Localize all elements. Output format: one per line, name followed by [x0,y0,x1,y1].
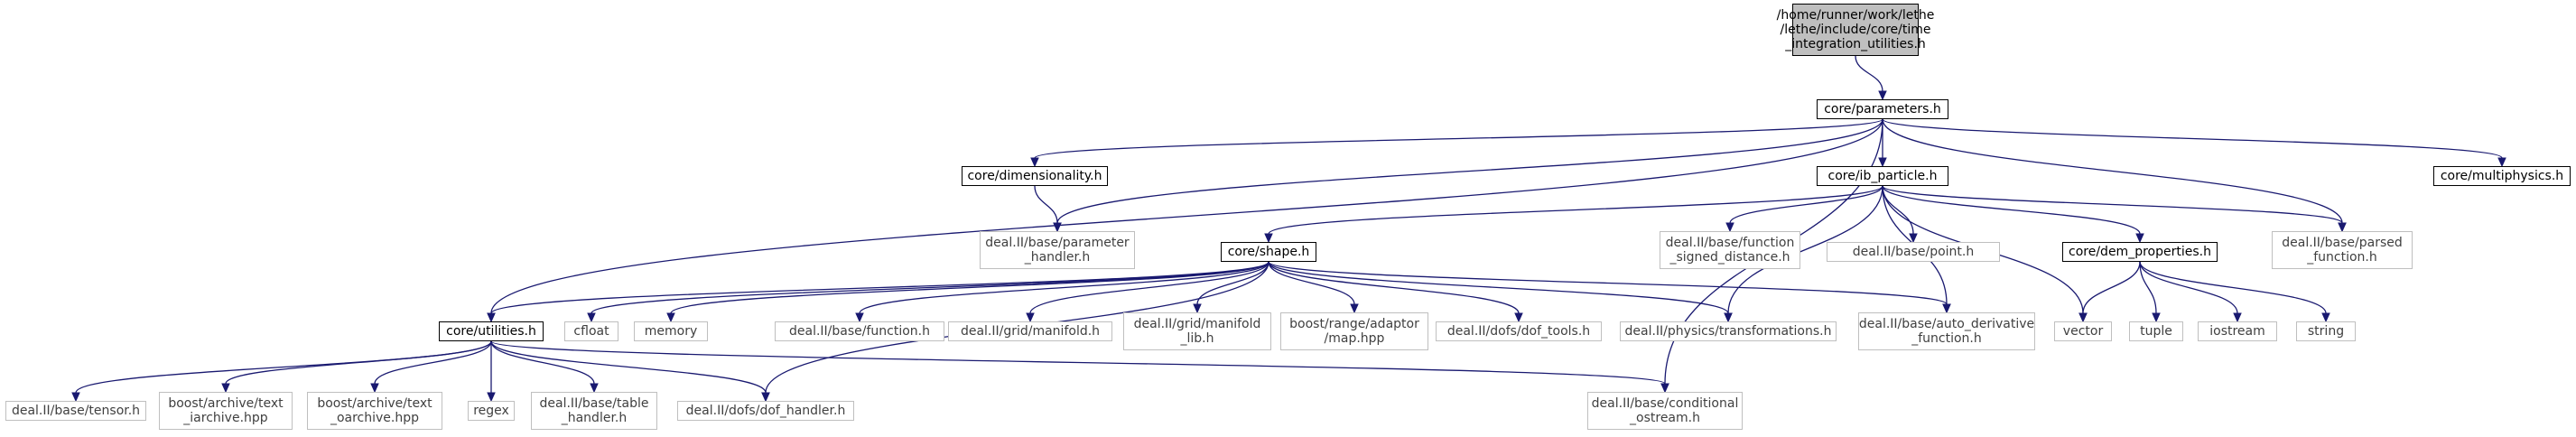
edge-parameters-to-utilities [490,118,1883,314]
node-table-handler: deal.II/base/table _handler.h [531,392,657,430]
arrowhead-ib_particle-to-function_signed_distance [1725,222,1734,233]
edge-shape-to-function [859,261,1269,314]
node-core-shape[interactable]: core/shape.h [1221,242,1316,262]
edge-shape-to-cfloat [591,261,1269,314]
arrowhead-utilities-to-conditional_ostream [1660,383,1669,394]
arrowhead-parameters-to-dimensionality [1030,157,1039,168]
node-tensor: deal.II/base/tensor.h [5,401,146,421]
edge-ib_particle-to-parsed_function [1882,185,2343,224]
arrowhead-dem_properties-to-iostream [2233,312,2242,323]
arrowhead-utilities-to-table_handler [590,383,599,394]
edge-parameters-to-dimensionality [1034,118,1883,159]
edge-shape-to-utilities [490,261,1269,314]
arrowhead-utilities-to-text_oarchive [370,383,379,394]
edge-parameters-to-multiphysics [1882,118,2503,159]
edge-dimensionality-to-parameter_handler [1034,185,1058,224]
edge-utilities-to-tensor [75,340,492,394]
arrowhead-parameters-to-ib_particle [1878,157,1887,168]
node-text-iarchive: boost/archive/text _iarchive.hpp [159,392,293,430]
arrowhead-utilities-to-dof_handler [761,392,770,403]
node-core-dem-properties[interactable]: core/dem_properties.h [2062,242,2218,262]
node-transformations: deal.II/physics/transformations.h [1620,321,1837,341]
edge-utilities-to-text_oarchive [374,340,492,385]
node-function-signed-distance: deal.II/base/function _signed_distance.h [1660,231,1800,269]
arrowhead-shape-to-cfloat [587,312,596,323]
edge-root-to-parameters [1855,55,1883,92]
edge-utilities-to-text_iarchive [225,340,492,385]
node-core-utilities[interactable]: core/utilities.h [439,321,544,341]
node-string: string [2296,321,2356,341]
node-adaptor-map: boost/range/adaptor /map.hpp [1280,312,1428,350]
node-vector: vector [2054,321,2112,341]
arrowhead-shape-to-memory [666,312,675,323]
edge-ib_particle-to-transformations [1727,185,1883,314]
node-function: deal.II/base/function.h [775,321,944,341]
node-dof-handler: deal.II/dofs/dof_handler.h [677,401,854,421]
node-auto-derivative-function: deal.II/base/auto_derivative _function.h [1858,312,2035,350]
edge-parameters-to-parameter_handler [1056,118,1883,224]
edge-utilities-to-table_handler [490,340,595,385]
arrowhead-ib_particle-to-parsed_function [2338,222,2347,233]
arrowhead-ib_particle-to-point [1909,233,1918,244]
node-core-dimensionality[interactable]: core/dimensionality.h [962,166,1108,186]
node-root-time-integration-utilities: /home/runner/work/lethe /lethe/include/c… [1777,4,1934,56]
arrowhead-ib_particle-to-shape [1264,233,1273,244]
edge-parameters-to-parsed_function [1882,118,2343,224]
node-regex: regex [468,401,515,421]
edge-dem_properties-to-iostream [2139,261,2238,314]
edge-dem_properties-to-vector [2082,261,2141,314]
edge-shape-to-manifold [1029,261,1269,314]
node-core-multiphysics[interactable]: core/multiphysics.h [2433,166,2571,186]
edge-shape-to-dof_tools [1268,261,1520,314]
arrowhead-parameters-to-multiphysics [2497,157,2506,168]
arrowhead-dem_properties-to-vector [2078,312,2088,323]
arrowhead-utilities-to-regex [487,392,496,403]
arrowhead-shape-to-auto_derivative [1942,303,1951,314]
edge-shape-to-adaptor_map [1268,261,1355,305]
edge-dem_properties-to-string [2139,261,2327,314]
arrowhead-shape-to-transformations [1724,312,1733,323]
arrowhead-dem_properties-to-string [2321,312,2330,323]
node-cfloat: cfloat [564,321,618,341]
node-point: deal.II/base/point.h [1827,242,2000,262]
arrowhead-shape-to-utilities [487,312,496,323]
node-core-parameters[interactable]: core/parameters.h [1817,99,1948,119]
node-tuple: tuple [2129,321,2183,341]
edge-utilities-to-dof_handler [490,340,767,394]
node-iostream: iostream [2198,321,2277,341]
edge-ib_particle-to-shape [1268,185,1883,235]
node-text-oarchive: boost/archive/text _oarchive.hpp [307,392,442,430]
node-manifold: deal.II/grid/manifold.h [948,321,1112,341]
arrowhead-utilities-to-tensor [71,392,80,403]
arrowhead-root-to-parameters [1878,90,1887,101]
arrowhead-shape-to-adaptor_map [1350,303,1359,314]
node-dof-tools: deal.II/dofs/dof_tools.h [1436,321,1602,341]
node-conditional-ostream: deal.II/base/conditional _ostream.h [1587,392,1743,430]
edge-utilities-to-conditional_ostream [490,340,1666,385]
arrowhead-dem_properties-to-tuple [2152,312,2161,323]
edge-dem_properties-to-tuple [2139,261,2157,314]
edge-shape-to-auto_derivative [1268,261,1948,305]
node-memory: memory [634,321,708,341]
arrowhead-ib_particle-to-dem_properties [2135,233,2144,244]
node-manifold-lib: deal.II/grid/manifold _lib.h [1123,312,1271,350]
arrowhead-utilities-to-text_iarchive [221,383,230,394]
node-parameter-handler: deal.II/base/parameter _handler.h [980,231,1135,269]
edge-ib_particle-to-dem_properties [1882,185,2141,235]
edge-ib_particle-to-function_signed_distance [1729,185,1883,224]
node-parsed-function: deal.II/base/parsed _function.h [2272,231,2413,269]
arrowhead-shape-to-manifold [1026,312,1035,323]
node-core-ib-particle[interactable]: core/ib_particle.h [1817,166,1948,186]
arrowhead-dimensionality-to-parameter_handler [1053,222,1062,233]
arrowhead-shape-to-function [855,312,864,323]
edge-shape-to-transformations [1268,261,1729,314]
arrowhead-shape-to-dof_tools [1514,312,1523,323]
arrowhead-shape-to-manifold_lib [1193,303,1202,314]
edge-shape-to-memory [670,261,1269,314]
